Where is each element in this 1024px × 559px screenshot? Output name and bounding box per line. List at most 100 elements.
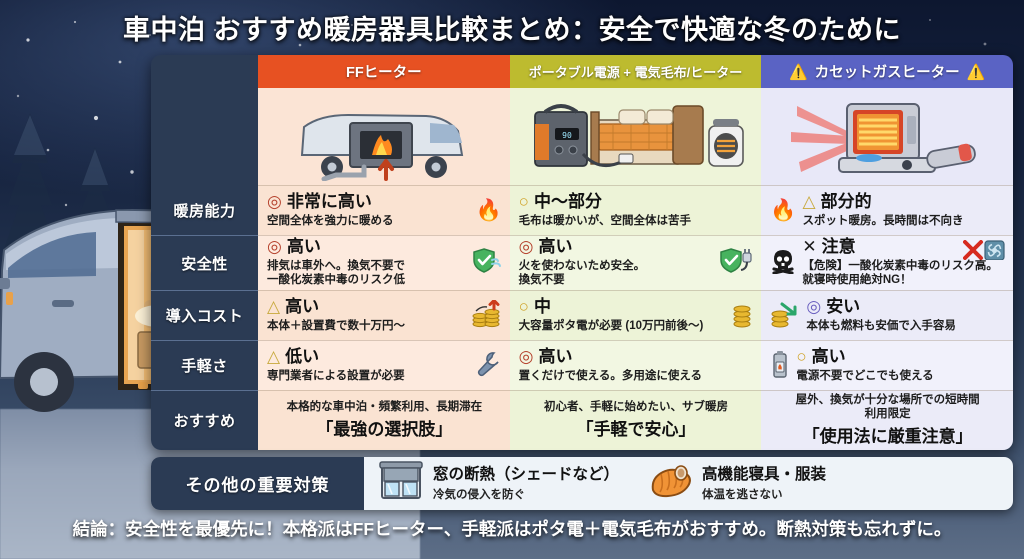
rating-mark-icon: ○: [518, 296, 529, 316]
verdict-label: 高い: [538, 346, 573, 366]
cell-gas-safety: ✕ 注意 【危険】一酸化炭素中毒のリスク高。 就寝時使用絶対NG！: [761, 235, 1013, 290]
cell-portable-initial-cost: ○ 中 大容量ポタ電が必要 (10万円前後〜): [509, 290, 762, 340]
column-header-portable-power: ポータブル電源 + 電気毛布/ヒーター: [509, 55, 762, 88]
verdict-label: 非常に高い: [286, 191, 372, 211]
column-portable-power: ポータブル電源 + 電気毛布/ヒーター 90: [509, 55, 762, 450]
window-shade-icon: [378, 460, 424, 507]
cell-ff-ease-of-use: △ 低い 専門業者による設置が必要: [258, 340, 510, 390]
row-label-ease-of-use: 手軽さ: [151, 340, 258, 390]
rating-mark-icon: ○: [518, 191, 529, 211]
recommendation-badge: 「最強の選択肢」: [316, 420, 453, 440]
detail-text: 大容量ポタ電が必要 (10万円前後〜): [518, 319, 704, 332]
detail-text: 排気は車外へ。換気不要で 一酸化炭素中毒のリスク低: [267, 259, 405, 287]
illustration-ff-heater-van: [258, 88, 510, 185]
other-measures-title: その他の重要対策: [151, 457, 364, 510]
shield-check-plug-icon: [719, 247, 753, 279]
row-label-heating-capacity: 暖房能力: [173, 202, 236, 220]
wrench-icon: [474, 350, 502, 382]
detail-text: 火を使わないため安全。 換気不要: [518, 259, 646, 287]
detail-text: 空間全体を強力に暖める: [267, 214, 394, 227]
conclusion-text: 結論：安全性を最優先に！本格派はFFヒーター、手軽派はポタ電＋電気毛布がおすすめ…: [72, 519, 952, 539]
gas-canister-icon: [770, 350, 790, 382]
cell-ff-safety: ◎ 高い 排気は車外へ。換気不要で 一酸化炭素中毒のリスク低: [258, 235, 510, 290]
recommendation-line: 本格的な車中泊・頻繁利用、長期滞在: [286, 400, 483, 413]
heater-comparison-table: 暖房能力 安全性 導入コスト 手軽さ おすすめ FFヒーター: [151, 55, 1013, 450]
verdict-label: 高い: [811, 346, 846, 366]
svg-text:90: 90: [562, 131, 572, 140]
column-header-label: ポータブル電源 + 電気毛布/ヒーター: [528, 65, 743, 80]
row-label-column: 暖房能力 安全性 導入コスト 手軽さ おすすめ: [151, 55, 258, 450]
cell-portable-recommendation: 初心者、手軽に始めたい、サブ暖房 「手軽で安心」: [509, 390, 762, 450]
other-measure-head: 窓の断熱（シェードなど）: [433, 465, 620, 483]
rating-mark-icon: ◎: [267, 191, 282, 211]
recommendation-line: 屋外、換気が十分な場所での短時間 利用限定: [795, 393, 980, 420]
column-ff-heater: FFヒーター ◎ 非常に高い 空間全体を強力: [258, 55, 510, 450]
shield-check-vent-icon: [472, 247, 502, 279]
column-header-label: FFヒーター: [345, 65, 422, 81]
cell-portable-ease-of-use: ◎ 高い 置くだけで使える。多用途に使える: [509, 340, 762, 390]
cell-portable-safety: ◎ 高い 火を使わないため安全。 換気不要: [509, 235, 762, 290]
skull-icon: [770, 248, 796, 278]
coins-icon: [731, 300, 753, 332]
illustration-power-station-blanket: 90: [509, 88, 762, 185]
sleeping-bag-icon: [647, 460, 693, 507]
cell-ff-recommendation: 本格的な車中泊・頻繁利用、長期滞在 「最強の選択肢」: [258, 390, 510, 450]
rating-mark-icon: △: [267, 346, 281, 366]
detail-text: 置くだけで使える。多用途に使える: [518, 369, 702, 382]
verdict-label: 中: [533, 296, 551, 316]
cell-ff-initial-cost: △ 高い 本体＋設置費で数十万円〜: [258, 290, 510, 340]
illustration-cassette-gas-heater: [761, 88, 1013, 185]
column-header-ff-heater: FFヒーター: [258, 55, 510, 88]
cell-portable-heating-capacity: ○ 中〜部分 毛布は暖かいが、空間全体は苦手: [509, 185, 762, 235]
rating-mark-icon: ◎: [518, 346, 534, 366]
other-measure-bedding: 高機能寝具・服装 体温を逃さない: [633, 457, 840, 510]
row-label-safety: 安全性: [151, 235, 258, 290]
detail-text: 専門業者による設置が必要: [267, 369, 405, 382]
other-measure-sub: 冷気の侵入を防ぐ: [433, 488, 525, 501]
verdict-label: 低い: [285, 346, 320, 366]
cell-ff-heating-capacity: ◎ 非常に高い 空間全体を強力に暖める 🔥: [258, 185, 510, 235]
verdict-label: 高い: [286, 237, 321, 257]
recommendation-badge: 「使用法に厳重注意」: [802, 427, 973, 447]
verdict-label: 中〜部分: [533, 191, 602, 211]
cell-gas-heating-capacity: 🔥 △ 部分的 スポット暖房。長時間は不向き: [761, 185, 1013, 235]
rating-mark-icon: ◎: [267, 237, 282, 257]
row-label-recommendation: おすすめ: [151, 390, 258, 450]
row-label-initial-cost: 導入コスト: [151, 290, 258, 340]
detail-text: 毛布は暖かいが、空間全体は苦手: [518, 214, 691, 227]
rating-mark-icon: ◎: [806, 296, 822, 316]
detail-text: 本体も燃料も安価で入手容易: [806, 319, 956, 332]
warning-icon-left: ⚠️: [788, 63, 808, 81]
rating-mark-icon: △: [267, 296, 281, 316]
rating-mark-icon: ✕: [802, 237, 817, 257]
flame-icon: 🔥: [475, 199, 502, 222]
verdict-label: 高い: [285, 296, 320, 316]
other-measures-bar: その他の重要対策 窓の断熱（シェードなど） 冷気の侵入を防ぐ: [151, 457, 1013, 510]
column-cassette-gas-heater: ⚠️ カセットガスヒーター ⚠️: [761, 55, 1013, 450]
rating-mark-icon: ◎: [518, 237, 534, 257]
no-ventilation-icon: [963, 240, 1005, 264]
column-header-cassette-gas-heater: ⚠️ カセットガスヒーター ⚠️: [761, 55, 1013, 88]
coins-down-icon: [770, 300, 800, 332]
verdict-label: 安い: [826, 296, 861, 316]
cell-gas-ease-of-use: ○ 高い 電源不要でどこでも使える: [761, 340, 1013, 390]
cell-gas-recommendation: 屋外、換気が十分な場所での短時間 利用限定 「使用法に厳重注意」: [761, 390, 1013, 450]
detail-text: 電源不要でどこでも使える: [796, 369, 934, 382]
rating-mark-icon: △: [802, 191, 816, 211]
verdict-label: 注意: [821, 237, 856, 257]
flame-icon: 🔥: [770, 199, 797, 222]
detail-text: 【危険】一酸化炭素中毒のリスク高。 就寝時使用絶対NG！: [802, 259, 998, 287]
column-header-label: カセットガスヒーター: [814, 65, 960, 81]
other-measure-head: 高機能寝具・服装: [702, 465, 827, 483]
verdict-label: 部分的: [820, 191, 872, 211]
warning-icon-right: ⚠️: [966, 63, 986, 81]
recommendation-badge: 「手軽で安心」: [576, 420, 696, 440]
coins-up-icon: [472, 298, 502, 332]
rating-mark-icon: ○: [796, 346, 807, 366]
verdict-label: 高い: [538, 237, 573, 257]
detail-text: 本体＋設置費で数十万円〜: [267, 319, 405, 332]
other-measure-window-insulation: 窓の断熱（シェードなど） 冷気の侵入を防ぐ: [364, 457, 633, 510]
cell-gas-initial-cost: ◎ 安い 本体も燃料も安価で入手容易: [761, 290, 1013, 340]
page-title: 車中泊 おすすめ暖房器具比較まとめ：安全で快適な冬のために: [122, 15, 901, 45]
recommendation-line: 初心者、手軽に始めたい、サブ暖房: [544, 400, 728, 413]
